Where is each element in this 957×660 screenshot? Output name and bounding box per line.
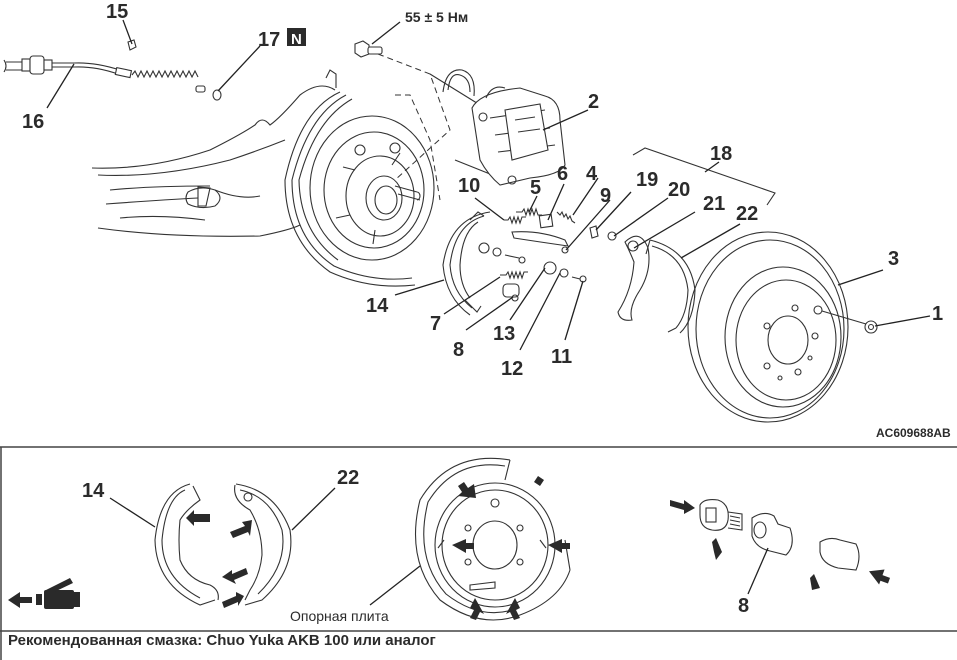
lube-callout-8: 8 bbox=[738, 595, 749, 617]
lube-point-arrows-plate bbox=[452, 476, 570, 620]
backing-plate-label: Опорная плита bbox=[290, 608, 389, 624]
callout-18: 18 bbox=[710, 143, 732, 165]
callout-labels: 15 17 16 2 18 10 5 6 4 9 19 20 21 22 3 1… bbox=[22, 1, 943, 380]
callout-17: 17 bbox=[258, 29, 280, 51]
new-part-badge bbox=[287, 28, 306, 46]
caliper-bolt bbox=[354, 40, 383, 58]
adjuster-assembly bbox=[699, 499, 860, 571]
callout-8: 8 bbox=[453, 339, 464, 361]
callout-2: 2 bbox=[588, 91, 599, 113]
callout-21: 21 bbox=[703, 193, 725, 215]
e-clip bbox=[212, 89, 222, 101]
callout-16: 16 bbox=[22, 111, 44, 133]
callout-19: 19 bbox=[636, 169, 658, 191]
adjuster-lever bbox=[589, 225, 599, 239]
parking-brake-cable bbox=[3, 55, 206, 93]
trailing-arm bbox=[91, 85, 336, 237]
figure-code: AC609688AB bbox=[876, 426, 951, 440]
torque-spec: 55 ± 5 Нм bbox=[405, 9, 468, 25]
callout-20: 20 bbox=[668, 179, 690, 201]
callout-4: 4 bbox=[586, 163, 598, 185]
callout-14: 14 bbox=[366, 295, 389, 317]
callout-3: 3 bbox=[888, 248, 899, 270]
new-part-badge-text: N bbox=[291, 31, 302, 48]
brake-caliper bbox=[442, 69, 566, 186]
brake-rotor bbox=[687, 231, 849, 423]
lube-shoes bbox=[154, 483, 292, 606]
callout-13: 13 bbox=[493, 323, 515, 345]
parking-brake-shoe-left bbox=[442, 211, 491, 316]
rotor-screw bbox=[864, 320, 878, 334]
brake-shoes-right bbox=[617, 235, 696, 334]
callout-12: 12 bbox=[501, 358, 523, 380]
backing-plate bbox=[414, 457, 571, 621]
callout-9: 9 bbox=[600, 185, 611, 207]
callout-22: 22 bbox=[736, 203, 758, 225]
callout-10: 10 bbox=[458, 175, 480, 197]
callout-15: 15 bbox=[106, 1, 128, 23]
lube-point-arrows-adjuster bbox=[670, 500, 891, 590]
lubricant-caption: Рекомендованная смазка: Chuo Yuka AKB 10… bbox=[8, 632, 436, 649]
callout-11: 11 bbox=[551, 346, 572, 368]
lubrication-panel bbox=[0, 446, 957, 660]
callout-5: 5 bbox=[530, 177, 541, 199]
washer bbox=[607, 231, 617, 241]
grease-gun-icon bbox=[8, 578, 80, 609]
cable-clip bbox=[127, 39, 137, 51]
hub-backing-plate bbox=[284, 69, 435, 287]
callout-6: 6 bbox=[557, 163, 568, 185]
callout-7: 7 bbox=[430, 313, 441, 335]
lube-callout-22: 22 bbox=[337, 467, 359, 489]
lube-callout-14: 14 bbox=[82, 480, 105, 502]
leader-lines bbox=[46, 19, 931, 351]
callout-1: 1 bbox=[932, 303, 943, 325]
lube-point-arrows-shoes bbox=[186, 510, 252, 608]
